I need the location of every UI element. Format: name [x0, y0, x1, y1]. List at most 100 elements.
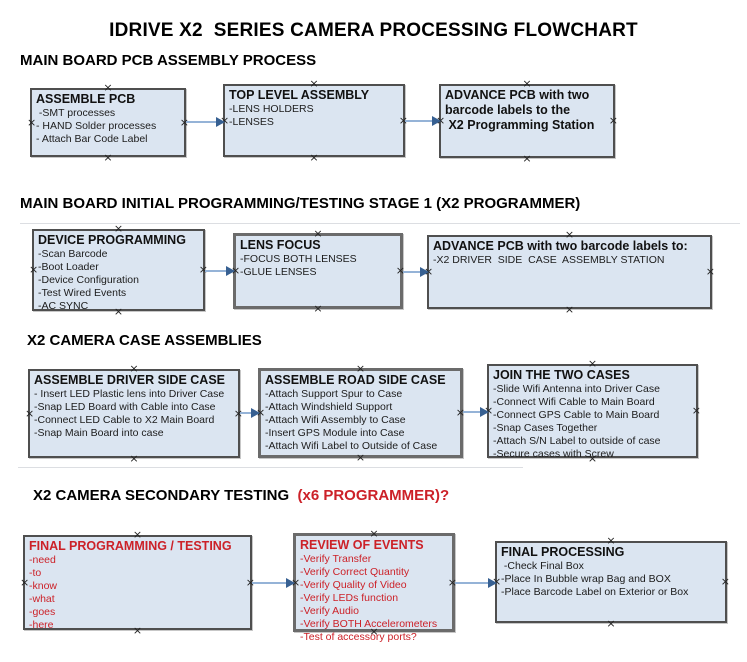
flow-box-lens-focus: LENS FOCUS -FOCUS BOTH LENSES -GLUE LENS…	[231, 227, 405, 314]
connector-anchor-icon: ×	[129, 362, 139, 375]
connector-anchor-icon: ×	[606, 534, 616, 547]
arrow-shaft	[403, 271, 420, 273]
arrow-shaft	[205, 270, 226, 272]
box-title: JOIN THE TWO CASES	[493, 368, 630, 382]
flow-box-review-of-events: REVIEW OF EVENTS -Verify Transfer -Verif…	[291, 527, 457, 643]
section-heading-highlight: (x6 PROGRAMMER)?	[293, 487, 450, 504]
box-title: REVIEW OF EVENTS	[300, 538, 424, 552]
flow-box-join-the-two-cases: JOIN THE TWO CASES -Slide Wifi Antenna i…	[484, 358, 701, 464]
box-item: -Snap LED Board with Cable into Case	[34, 401, 216, 413]
arrow-head-icon	[286, 578, 295, 588]
arrow-head-icon	[432, 116, 441, 126]
flow-box-device-programming: DEVICE PROGRAMMING -Scan Barcode -Boot L…	[29, 223, 208, 317]
box-title: ASSEMBLE ROAD SIDE CASE	[265, 373, 446, 387]
box-title: LENS FOCUS	[240, 238, 321, 252]
box-item: -Verify LEDs function	[300, 592, 399, 604]
box-item: -Snap Main Board into case	[34, 427, 164, 439]
page-title: IDRIVE X2 SERIES CAMERA PROCESSING FLOWC…	[109, 20, 638, 41]
box-item: -Attach S/N Label to outside of case	[493, 435, 661, 447]
box-item: -here	[29, 619, 54, 631]
box-item: -Verify Correct Quantity	[300, 566, 410, 578]
connector-anchor-icon: ×	[129, 452, 139, 465]
connector-anchor-icon: ×	[355, 362, 366, 375]
section-heading-secondary-testing: X2 CAMERA SECONDARY TESTING (x6 PROGRAMM…	[33, 487, 449, 504]
box-item: -Connect Wifi Cable to Main Board	[493, 396, 655, 408]
connector-anchor-icon: ×	[720, 575, 730, 588]
box-item: -Attach Support Spur to Case	[265, 388, 403, 400]
box-item: - HAND Solder processes	[36, 120, 157, 132]
section-heading-pcb-assembly: MAIN BOARD PCB ASSEMBLY PROCESS	[20, 52, 317, 69]
faint-grid-line	[20, 223, 740, 224]
box-item: -Boot Loader	[38, 261, 99, 273]
box-item: -Place Barcode Label on Exterior or Box	[501, 586, 689, 598]
connector-anchor-icon: ×	[587, 357, 598, 370]
box-item: -Verify Quality of Video	[300, 579, 407, 591]
box-item: -Verify Audio	[300, 605, 359, 617]
box-item: -to	[29, 567, 42, 579]
box-title: FINAL PROCESSING	[501, 545, 625, 559]
flow-box-final-processing: FINAL PROCESSING -Check Final Box -Place…	[492, 535, 730, 629]
box-item: -need	[29, 554, 56, 566]
arrow-head-icon	[226, 266, 235, 276]
box-item: -FOCUS BOTH LENSES	[240, 253, 357, 265]
box-item: -Attach Wifi Label to Outside of Case	[265, 440, 438, 452]
arrow-head-icon	[216, 117, 225, 127]
box-item: -Verify BOTH Accelerometers	[300, 618, 438, 630]
connector-anchor-icon: ×	[103, 81, 113, 94]
flow-box-assemble-driver-side-case: ASSEMBLE DRIVER SIDE CASE - Insert LED P…	[25, 363, 243, 464]
arrow-head-icon	[251, 408, 260, 418]
arrow-shaft	[186, 121, 216, 123]
connector-anchor-icon: ×	[132, 528, 143, 541]
box-item: -what	[29, 593, 55, 605]
connector-anchor-icon: ×	[309, 77, 319, 90]
connector-anchor-icon: ×	[564, 228, 575, 241]
flow-box-final-programming-testing: FINAL PROGRAMMING / TESTING -need -to -k…	[20, 529, 255, 636]
connector-anchor-icon: ×	[309, 151, 319, 164]
box-title: TOP LEVEL ASSEMBLY	[229, 88, 370, 102]
flow-box-top-level-assembly: TOP LEVEL ASSEMBLY -LENS HOLDERS -LENSES…	[220, 78, 408, 163]
box-item: -Slide Wifi Antenna into Driver Case	[493, 383, 660, 395]
connector-anchor-icon: ×	[313, 227, 323, 240]
section-heading-case-assemblies: X2 CAMERA CASE ASSEMBLIES	[27, 332, 262, 349]
box-item: -Place In Bubble wrap Bag and BOX	[501, 573, 671, 585]
box-item: -Scan Barcode	[38, 248, 108, 260]
box-title: ASSEMBLE PCB	[36, 92, 136, 106]
box-item: -LENS HOLDERS	[229, 103, 314, 115]
box-item: - Insert LED Plastic lens into Driver Ca…	[34, 388, 225, 400]
box-item: -Insert GPS Module into Case	[265, 427, 405, 439]
connector-anchor-icon: ×	[25, 406, 35, 420]
connector-anchor-icon: ×	[522, 152, 532, 165]
connector-anchor-icon: ×	[608, 114, 618, 127]
arrow-head-icon	[480, 407, 489, 417]
box-item: -Snap Cases Together	[493, 422, 598, 434]
flow-box-assemble-road-side-case: ASSEMBLE ROAD SIDE CASE -Attach Support …	[256, 362, 465, 463]
arrow-shaft	[405, 120, 432, 122]
connector-anchor-icon: ×	[103, 151, 113, 164]
connector-anchor-icon: ×	[705, 265, 715, 278]
box-title: FINAL PROGRAMMING / TESTING	[29, 539, 232, 553]
box-title: ADVANCE PCB with two barcode labels to t…	[445, 88, 595, 132]
section-heading-initial-programming: MAIN BOARD INITIAL PROGRAMMING/TESTING S…	[20, 195, 581, 212]
flow-box-advance-pcb-programming-station: ADVANCE PCB with two barcode labels to t…	[436, 78, 618, 164]
connector-anchor-icon: ×	[369, 527, 379, 540]
box-item: -GLUE LENSES	[240, 266, 317, 278]
connector-anchor-icon: ×	[20, 575, 30, 589]
box-item: -Connect GPS Cable to Main Board	[493, 409, 660, 421]
arrow-shaft	[240, 412, 251, 414]
faint-grid-line	[18, 467, 523, 468]
arrow-head-icon	[488, 578, 497, 588]
box-item: - Attach Bar Code Label	[36, 133, 148, 145]
box-item: -X2 DRIVER SIDE CASE ASSEMBLY STATION	[433, 254, 665, 266]
connector-anchor-icon: ×	[522, 77, 532, 90]
connector-anchor-icon: ×	[355, 451, 366, 464]
box-item: -Check Final Box	[501, 560, 584, 572]
connector-anchor-icon: ×	[313, 302, 323, 315]
box-item: -Attach Wifi Assembly to Case	[265, 414, 406, 426]
arrow-head-icon	[420, 267, 429, 277]
box-item: -SMT processes	[36, 107, 116, 119]
box-item: -goes	[29, 606, 56, 618]
box-item: -Test Wired Events	[38, 287, 127, 299]
connector-anchor-icon: ×	[606, 617, 616, 630]
box-item: -Device Configuration	[38, 274, 139, 286]
